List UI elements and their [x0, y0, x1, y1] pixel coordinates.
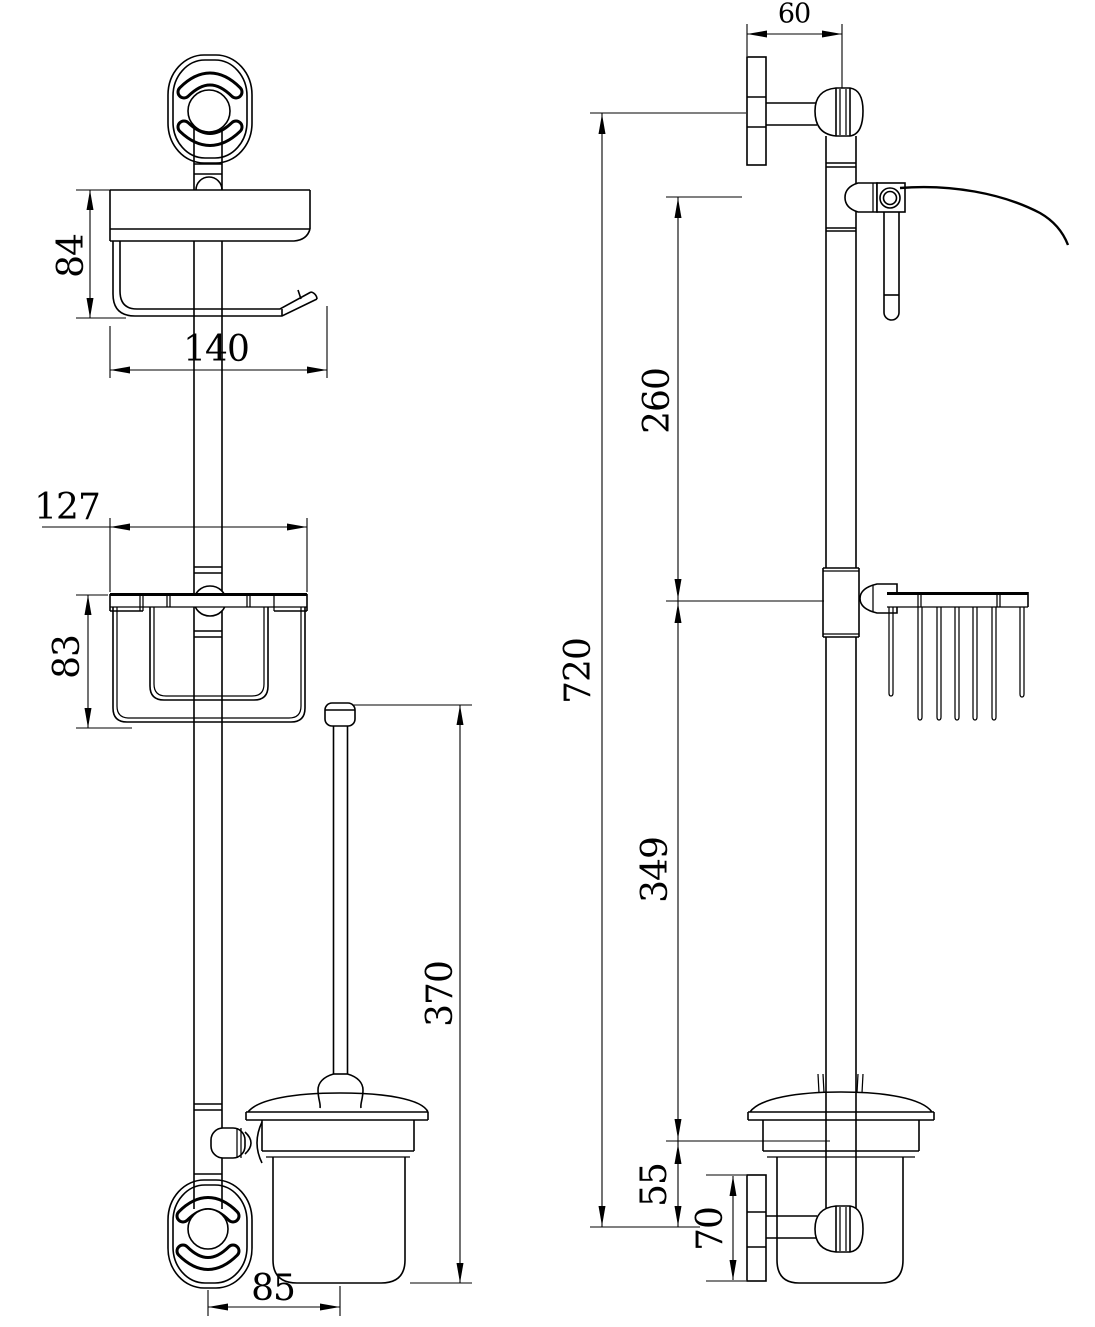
top-coupling — [814, 87, 864, 137]
dim-label-mount-depth: 60 — [777, 0, 811, 30]
towel-hook — [844, 182, 1070, 321]
dim-label-plate-height: 70 — [690, 1207, 731, 1251]
dim-label-shelf-width: 140 — [183, 329, 250, 370]
brush-cup-front — [210, 1092, 429, 1284]
top-wall-plate — [746, 56, 817, 166]
dim-label-brush-offset: 85 — [251, 1268, 296, 1309]
bottom-flange-hub — [187, 1208, 229, 1250]
side-view — [590, 24, 1070, 1284]
front-rail — [193, 129, 223, 1209]
dim-label-basket-to-cup: 349 — [635, 837, 676, 903]
dim-label-brush-length: 370 — [420, 961, 461, 1027]
bottom-coupling — [814, 1205, 864, 1253]
bottom-wall-plate — [746, 1174, 817, 1282]
dim-label-basket-width: 127 — [34, 487, 101, 528]
side-dimensions — [590, 24, 843, 1282]
paper-shelf — [109, 176, 311, 242]
dim-label-mount-to-basket: 260 — [637, 368, 678, 434]
dim-label-cup-to-mount: 55 — [634, 1163, 675, 1207]
brush-cup-side — [747, 1073, 935, 1284]
towel-curve — [899, 185, 1070, 246]
front-view — [42, 54, 472, 1316]
top-wall-flange — [167, 54, 253, 164]
side-rail — [822, 136, 860, 1208]
wire-basket-side — [859, 583, 1029, 721]
dim-label-basket-height: 83 — [47, 635, 88, 679]
wire-basket-front — [109, 585, 308, 723]
toilet-brush — [317, 702, 364, 1109]
paper-holder-bar — [112, 241, 318, 317]
dim-label-shelf-height: 84 — [51, 234, 92, 278]
dim-label-overall-height: 720 — [558, 638, 599, 704]
front-dimensions — [42, 189, 472, 1316]
